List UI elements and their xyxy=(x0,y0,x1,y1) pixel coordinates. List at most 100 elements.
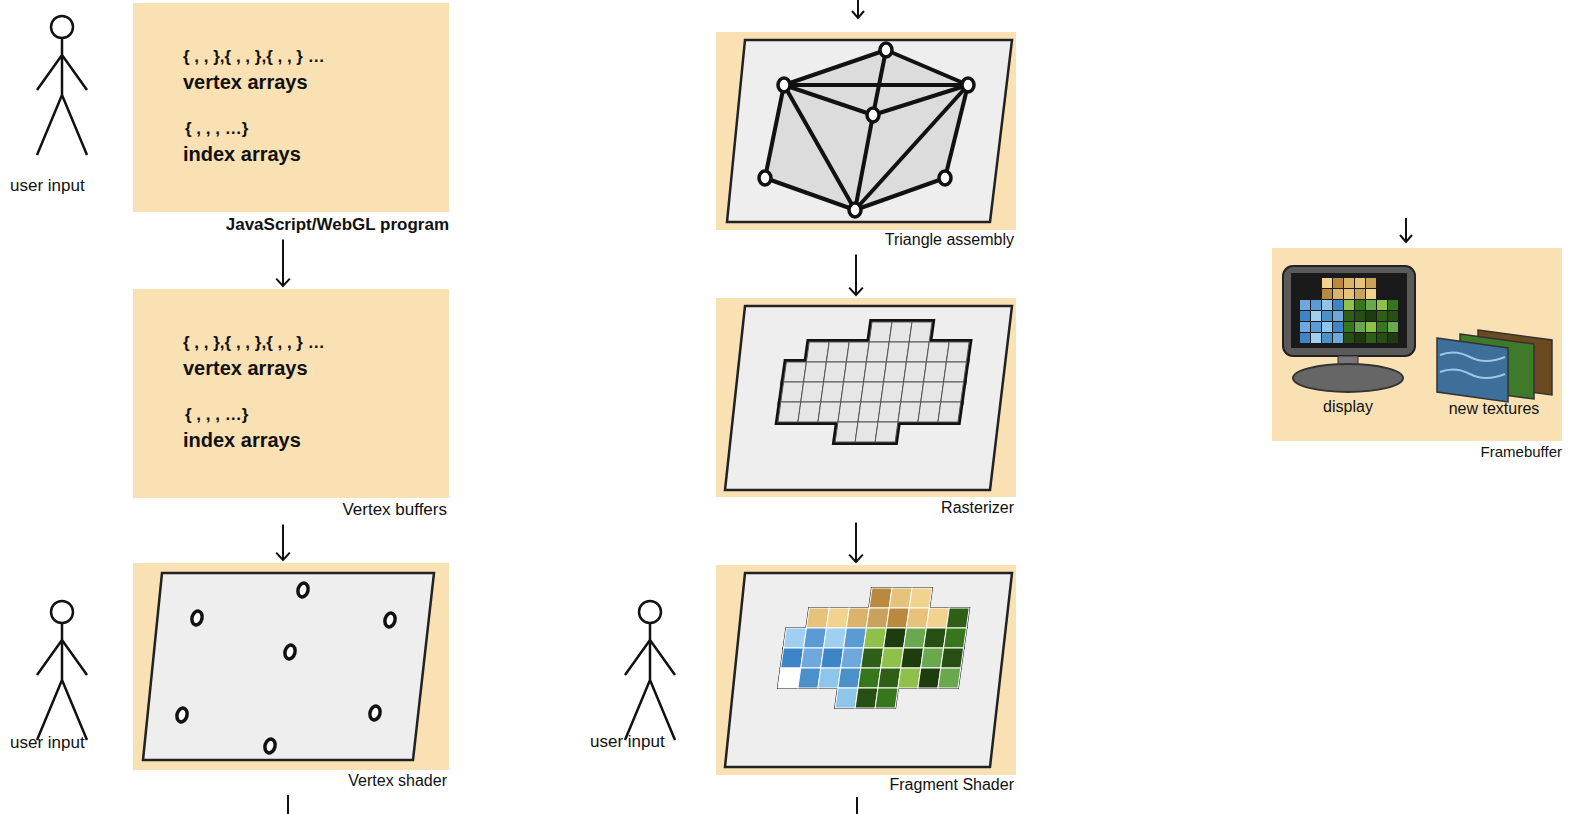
mesh-edge xyxy=(855,178,945,210)
pixel-cell xyxy=(798,668,821,688)
screen-pixel xyxy=(1311,311,1321,321)
pixel-cell xyxy=(866,342,889,362)
pixel-cell xyxy=(906,608,929,628)
pixel-cell xyxy=(901,648,924,668)
pixel-cell xyxy=(806,342,829,362)
screen-pixel xyxy=(1366,311,1376,321)
screen-pixel xyxy=(1322,289,1332,299)
mesh-edge xyxy=(784,85,855,210)
pixel-cell xyxy=(938,668,961,688)
flow-arrow xyxy=(849,254,863,295)
stage-text: vertex arrays xyxy=(183,357,308,380)
pixel-cell xyxy=(835,422,858,442)
pixel-cell xyxy=(878,402,901,422)
vertex-dot xyxy=(880,43,892,57)
stage-box: display new texturesFramebuffer xyxy=(1272,248,1562,462)
screen-pixel xyxy=(1388,322,1398,332)
pixel-cell xyxy=(866,608,889,628)
pixel-cell xyxy=(824,362,847,382)
screen-pixel xyxy=(1355,300,1365,310)
pixel-cell xyxy=(821,382,844,402)
screen-pixel xyxy=(1311,333,1321,343)
stage-text: index arrays xyxy=(183,143,301,166)
screen-pixel xyxy=(1366,333,1376,343)
stage-text: display xyxy=(1323,398,1373,416)
pixel-cell xyxy=(826,608,849,628)
stage-box: { , , },{ , , },{ , , } … vertex arrays { … xyxy=(133,289,449,522)
stage-panel xyxy=(716,298,1016,497)
stage-text: { , , },{ , , },{ , , } … xyxy=(183,333,325,353)
pixel-cell xyxy=(784,628,807,648)
stage-caption: Framebuffer xyxy=(1481,443,1562,460)
pixel-cell xyxy=(804,628,827,648)
screen-pixel xyxy=(1322,300,1332,310)
pixel-cell xyxy=(886,608,909,628)
stage-panel xyxy=(133,563,449,770)
stage-caption: Fragment Shader xyxy=(889,776,1014,794)
stage-box: Fragment Shader xyxy=(716,565,1016,796)
screen-pixel xyxy=(1366,278,1376,288)
pixel-cell xyxy=(778,668,801,688)
pixel-cell xyxy=(944,628,967,648)
screen-pixel xyxy=(1344,289,1354,299)
mesh-edge xyxy=(886,50,968,85)
screen-pixel xyxy=(1344,322,1354,332)
pixel-cell xyxy=(858,402,881,422)
pixel-cell xyxy=(824,628,847,648)
pixel-cell xyxy=(869,588,892,608)
screen-pixel xyxy=(1377,311,1387,321)
screen-pixel xyxy=(1333,311,1343,321)
pixel-cell xyxy=(881,648,904,668)
vertex-dot xyxy=(778,78,790,92)
pixel-cell xyxy=(918,668,941,688)
plane xyxy=(727,40,1012,222)
mesh-edge xyxy=(855,85,968,210)
screen-pixel xyxy=(1344,333,1354,343)
pixel-cell xyxy=(818,668,841,688)
pixel-cell xyxy=(846,342,869,362)
stage-text: { , , , …} xyxy=(185,405,248,425)
pixel-cell xyxy=(861,382,884,402)
pixel-cell xyxy=(878,668,901,688)
pixel-cell xyxy=(941,382,964,402)
pixel-cell xyxy=(898,402,921,422)
pixel-cell xyxy=(801,382,824,402)
plane xyxy=(725,306,1012,490)
screen-pixel xyxy=(1344,300,1354,310)
pixel-cell xyxy=(909,322,932,342)
screen-pixel xyxy=(1355,289,1365,299)
screen-pixel xyxy=(1377,322,1387,332)
pixel-cell xyxy=(801,648,824,668)
stage-caption: Rasterizer xyxy=(941,499,1014,517)
stage-caption: Vertex shader xyxy=(348,772,447,790)
pixel-cell xyxy=(818,402,841,422)
vertex-dot xyxy=(939,171,951,185)
mesh-edge xyxy=(765,85,784,178)
pixel-cell xyxy=(869,322,892,342)
triangle-mesh xyxy=(759,43,974,217)
stage-box: { , , },{ , , },{ , , } …vertex arrays{ … xyxy=(133,3,449,237)
pixel-cell xyxy=(884,628,907,648)
pixel-cell xyxy=(841,648,864,668)
vertex-dot xyxy=(283,644,296,660)
screen-pixel xyxy=(1300,333,1310,343)
screen-pixel xyxy=(1300,311,1310,321)
pixel-cell xyxy=(921,648,944,668)
pixel-cell xyxy=(904,628,927,648)
pixel-cell xyxy=(924,362,947,382)
screen-pixel xyxy=(1377,333,1387,343)
pixel-cell xyxy=(904,362,927,382)
pixel-cell xyxy=(941,648,964,668)
vertex-dot xyxy=(849,203,861,217)
vertex-dot xyxy=(962,78,974,92)
pixel-cell xyxy=(881,382,904,402)
stage-text: new textures xyxy=(1449,400,1540,418)
actor-label: user input xyxy=(10,733,85,753)
screen-pixel xyxy=(1355,278,1365,288)
screen-pixel xyxy=(1333,278,1343,288)
actor-label: user input xyxy=(10,176,85,196)
pixel-cell xyxy=(906,342,929,362)
pixel-cell xyxy=(835,688,858,708)
pixel-cell xyxy=(804,362,827,382)
screen-pixel xyxy=(1311,300,1321,310)
